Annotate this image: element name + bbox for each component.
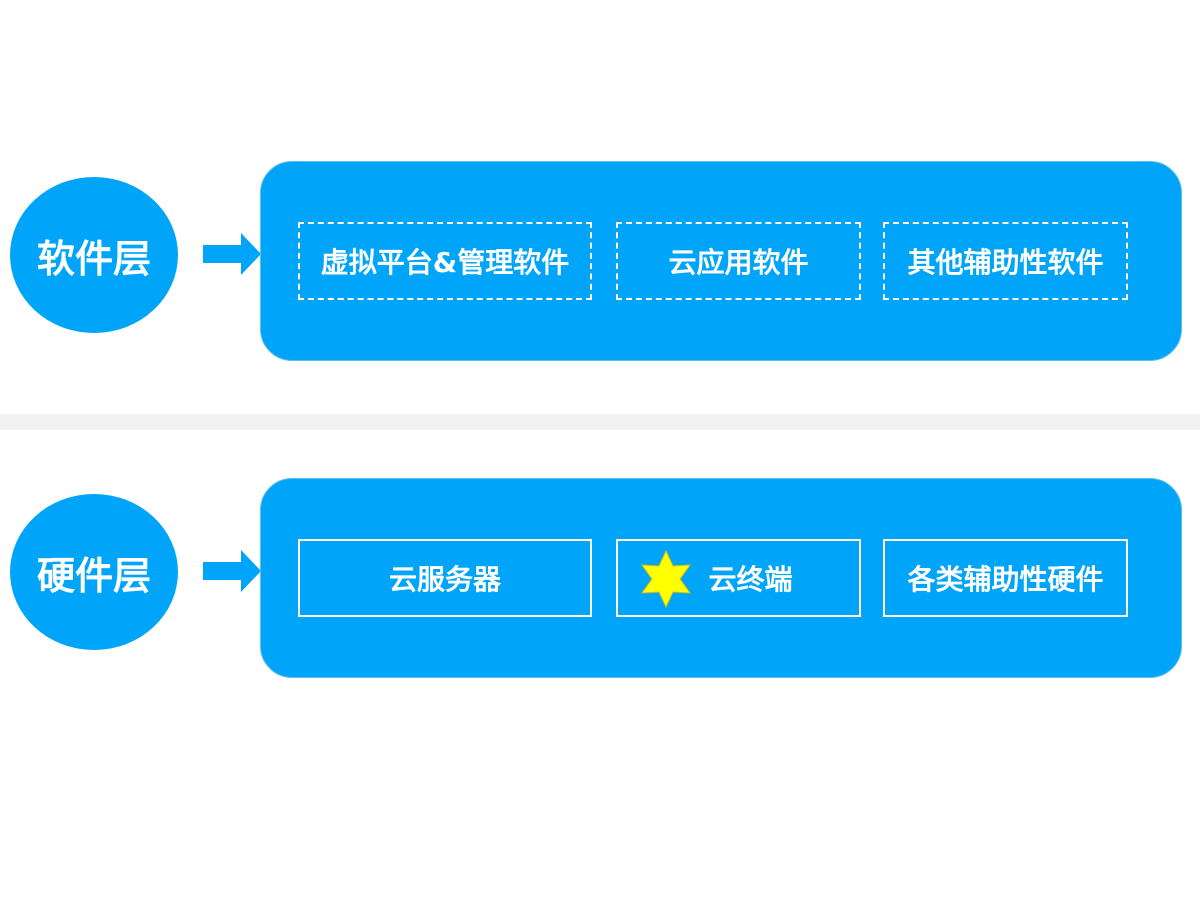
right-arrow-icon (203, 550, 261, 592)
component-label: 云应用软件 (668, 246, 809, 279)
layer-divider (0, 414, 1200, 430)
component-box: 云服务器 (298, 539, 592, 617)
component-label: 云终端 (708, 563, 793, 596)
hardware-layer-circle: 硬件层 (10, 494, 178, 650)
component-label: 云服务器 (388, 563, 501, 596)
component-label: 其他辅助性软件 (907, 246, 1104, 279)
software-components-panel: 虚拟平台&管理软件 云应用软件 其他辅助性软件 (260, 161, 1182, 361)
hardware-layer-label: 硬件层 (36, 553, 151, 598)
component-label: 虚拟平台&管理软件 (320, 246, 570, 279)
component-box: 虚拟平台&管理软件 (298, 222, 592, 300)
component-box: 其他辅助性软件 (883, 222, 1128, 300)
component-box: 云终端 (616, 539, 861, 617)
component-box: 云应用软件 (616, 222, 861, 300)
software-layer-label: 软件层 (36, 236, 151, 281)
right-arrow-icon (203, 233, 261, 275)
software-layer-row: 软件层 虚拟平台&管理软件 云应用软件 其他辅助性软件 (0, 161, 1200, 363)
software-layer-circle: 软件层 (10, 177, 178, 333)
component-label: 各类辅助性硬件 (907, 563, 1104, 596)
star-icon (640, 549, 692, 609)
hardware-components-panel: 云服务器 云终端 各类辅助性硬件 (260, 478, 1182, 678)
component-box: 各类辅助性硬件 (883, 539, 1128, 617)
hardware-layer-row: 硬件层 云服务器 云终端 各类辅助性硬件 (0, 478, 1200, 680)
